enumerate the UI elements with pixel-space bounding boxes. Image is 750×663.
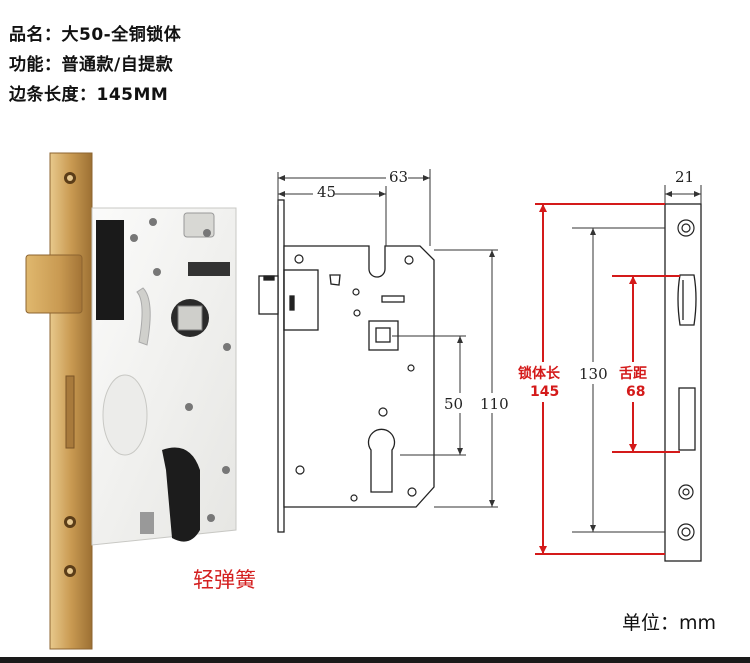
body-length-label: 锁体长: [518, 365, 561, 382]
tongue-distance-value: 68: [626, 384, 645, 400]
bottom-strip: [0, 657, 750, 663]
tongue-distance-label: 舌距: [619, 365, 647, 382]
spring-label: 轻弹簧: [193, 568, 256, 592]
dim-45-label: 45: [317, 183, 336, 201]
front-faceplate: [664, 203, 702, 562]
body-length-value: 145: [530, 384, 559, 400]
unit-label: 单位：mm: [622, 612, 717, 634]
dim-21-label: 21: [675, 168, 694, 186]
dim-63-label: 63: [389, 168, 408, 186]
dim-110-label: 110: [480, 395, 509, 413]
spec-side-length: 边条长度：145MM: [9, 85, 169, 105]
latch-bolt: [25, 254, 83, 314]
dim-130-label: 130: [579, 365, 608, 383]
dim-50-label: 50: [444, 395, 463, 413]
body-plate: [91, 207, 237, 546]
spec-product-name: 品名：大50-全铜锁体: [9, 25, 182, 45]
spec-function: 功能：普通款/自提款: [9, 55, 174, 75]
